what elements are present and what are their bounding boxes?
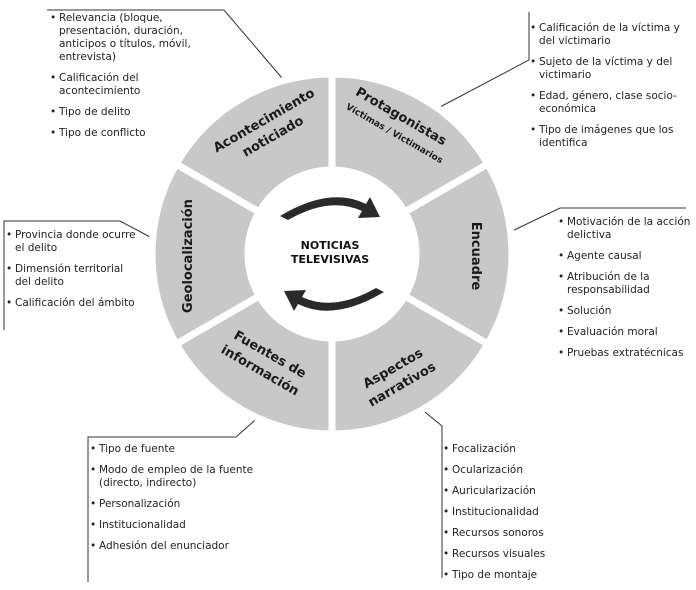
list-geolocalizacion: Provincia donde ocurre el delitoDimensió… xyxy=(6,229,138,318)
list-item-aspectos: Recursos sonoros xyxy=(443,527,603,540)
segment-label-geolocalizacion: Geolocalización xyxy=(181,199,196,313)
list-item-encuadre: Solución xyxy=(558,305,694,318)
list-item-encuadre: Pruebas extratécnicas xyxy=(558,347,694,360)
list-item-geolocalizacion: Calificación del ámbito xyxy=(6,297,138,310)
cycle-arrow-bottom-icon xyxy=(284,288,384,311)
list-item-fuentes: Tipo de fuente xyxy=(90,443,270,456)
list-item-geolocalizacion: Dimensión territorial del delito xyxy=(6,263,138,289)
list-item-encuadre: Evaluación moral xyxy=(558,326,694,339)
list-item-geolocalizacion: Provincia donde ocurre el delito xyxy=(6,229,138,255)
list-protagonistas: Calificación de la víctima y del victima… xyxy=(530,22,690,158)
list-item-acontecimiento: Tipo de conflicto xyxy=(50,127,220,140)
list-item-encuadre: Agente causal xyxy=(558,250,694,263)
list-item-aspectos: Recursos visuales xyxy=(443,548,603,561)
list-item-acontecimiento: Relevancia (bloque, presentación, duraci… xyxy=(50,12,220,64)
list-item-protagonistas: Sujeto de la víctima y del victimario xyxy=(530,56,690,82)
list-item-protagonistas: Calificación de la víctima y del victima… xyxy=(530,22,690,48)
list-encuadre: Motivación de la acción delictivaAgente … xyxy=(558,216,694,368)
list-item-encuadre: Motivación de la acción delictiva xyxy=(558,216,694,242)
leader-encuadre xyxy=(509,207,686,233)
list-item-aspectos: Institucionalidad xyxy=(443,506,603,519)
list-item-acontecimiento: Tipo de delito xyxy=(50,106,220,119)
leader-protagonistas xyxy=(439,12,530,108)
center-title-line2: TELEVISIVAS xyxy=(291,253,369,266)
list-item-encuadre: Atribución de la responsabilidad xyxy=(558,271,694,297)
list-item-acontecimiento: Calificación del acontecimiento xyxy=(50,72,220,98)
leader-acontecimiento xyxy=(47,9,283,79)
list-item-fuentes: Modo de empleo de la fuente (directo, in… xyxy=(90,464,270,490)
list-item-aspectos: Auricularización xyxy=(443,485,603,498)
segment-label-encuadre: Encuadre xyxy=(468,222,483,291)
list-fuentes: Tipo de fuenteModo de empleo de la fuent… xyxy=(90,443,270,561)
cycle-arrow-top-icon xyxy=(280,197,380,220)
list-aspectos: FocalizaciónOcularizaciónAuricularizació… xyxy=(443,443,603,590)
list-item-aspectos: Ocularización xyxy=(443,464,603,477)
list-acontecimiento: Relevancia (bloque, presentación, duraci… xyxy=(50,12,220,148)
list-item-protagonistas: Edad, género, clase socio-económica xyxy=(530,90,690,116)
list-item-protagonistas: Tipo de imágenes que los identifica xyxy=(530,124,690,150)
list-item-fuentes: Institucionalidad xyxy=(90,519,270,532)
list-item-fuentes: Adhesión del enunciador xyxy=(90,540,270,553)
list-item-fuentes: Personalización xyxy=(90,498,270,511)
leader-fuentes xyxy=(87,413,263,582)
segment-ring xyxy=(148,70,516,438)
leader-aspectos xyxy=(419,407,443,578)
list-item-aspectos: Focalización xyxy=(443,443,603,456)
center-title-line1: NOTICIAS xyxy=(301,239,360,252)
list-item-aspectos: Tipo de montaje xyxy=(443,569,603,582)
